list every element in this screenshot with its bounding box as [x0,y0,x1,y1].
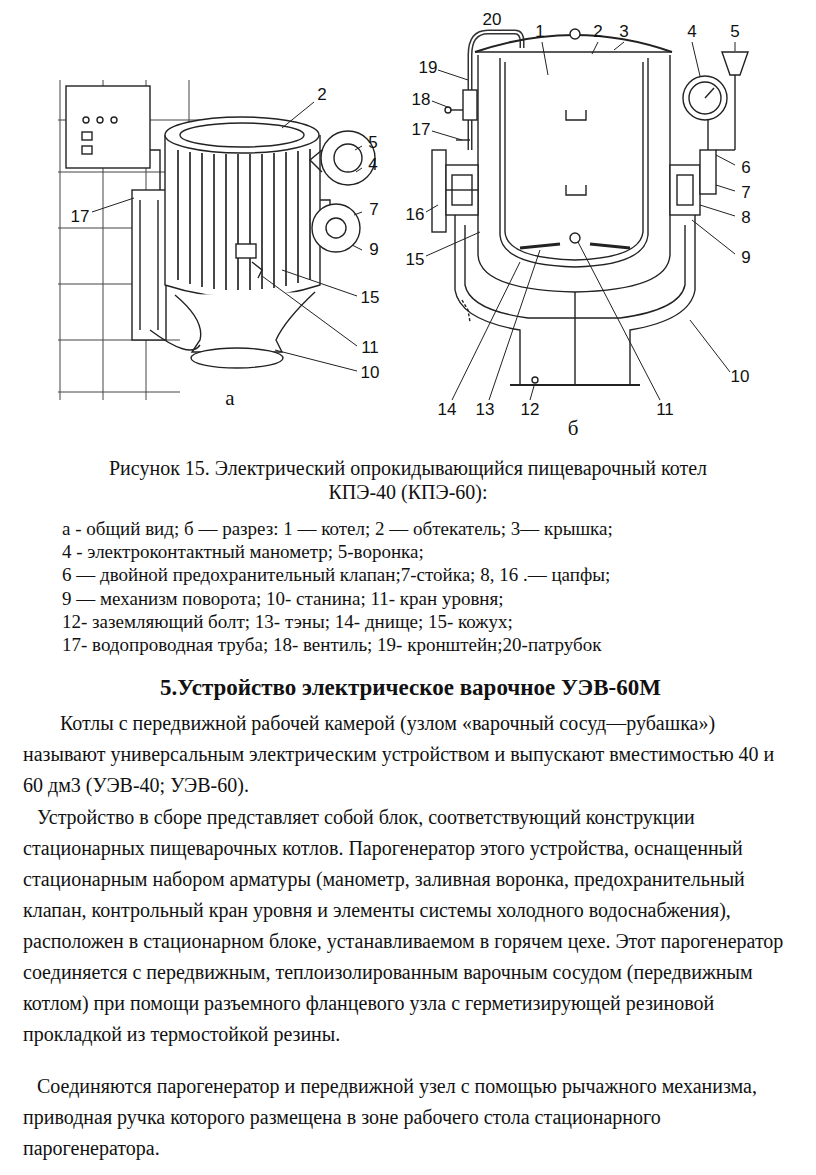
callout-number: 7 [734,183,758,203]
legend-line: 12- заземляющий болт; 13- тэны; 14- днищ… [62,611,513,633]
body-paragraph: Устройство в сборе представляет собой бл… [23,802,798,1050]
figure-letter: а [218,387,242,409]
callout-number: 11 [358,338,382,358]
callout-number: 5 [723,22,747,42]
callout-number: 9 [362,240,386,260]
body-paragraph: Соединяются парогенератор и передвижной … [23,1071,798,1164]
figure-letter: б [561,417,585,439]
callout-number: 7 [362,200,386,220]
callout-number: 17 [68,207,92,227]
callout-number: 15 [358,288,382,308]
callout-number: 13 [473,400,497,420]
callout-number: 20 [480,10,504,30]
callout-number: 9 [734,248,758,268]
callout-number: 18 [409,90,433,110]
callout-number: 19 [416,58,440,78]
section-view [426,29,748,400]
callout-number: 6 [734,158,758,178]
callout-number: 1 [528,22,552,42]
callout-number: 15 [403,250,427,270]
legend-line: 9 — механизм поворота; 10- станина; 11- … [62,588,504,610]
callout-number: 2 [586,22,610,42]
callout-number: 5 [361,133,385,153]
legend-line: а - общий вид; б — разрез: 1 — котел; 2 … [62,518,613,540]
callout-number: 3 [612,22,636,42]
callout-number: 17 [409,120,433,140]
callout-number: 11 [653,400,677,420]
callout-number: 8 [734,208,758,228]
callout-number: 10 [358,363,382,383]
legend-line: 6 — двойной предохранительный клапан;7-с… [62,564,610,586]
general-view [58,80,375,400]
legend-line: 17- водопроводная труба; 18- вентиль; 19… [62,634,601,656]
section-heading: 5.Устройство электрическое варочное УЭВ-… [23,674,798,702]
callout-number: 4 [361,155,385,175]
legend-line: 4 - электроконтактный манометр; 5-воронк… [62,541,424,563]
callout-number: 4 [680,22,704,42]
figure-caption: Рисунок 15. Электрический опрокидывающий… [83,456,733,504]
callout-number: 16 [403,205,427,225]
body-paragraph: Котлы с передвижной рабочей камерой (узл… [23,708,798,801]
callout-number: 14 [435,400,459,420]
callout-number: 10 [728,367,752,387]
callout-number: 2 [310,85,334,105]
callout-number: 12 [518,400,542,420]
